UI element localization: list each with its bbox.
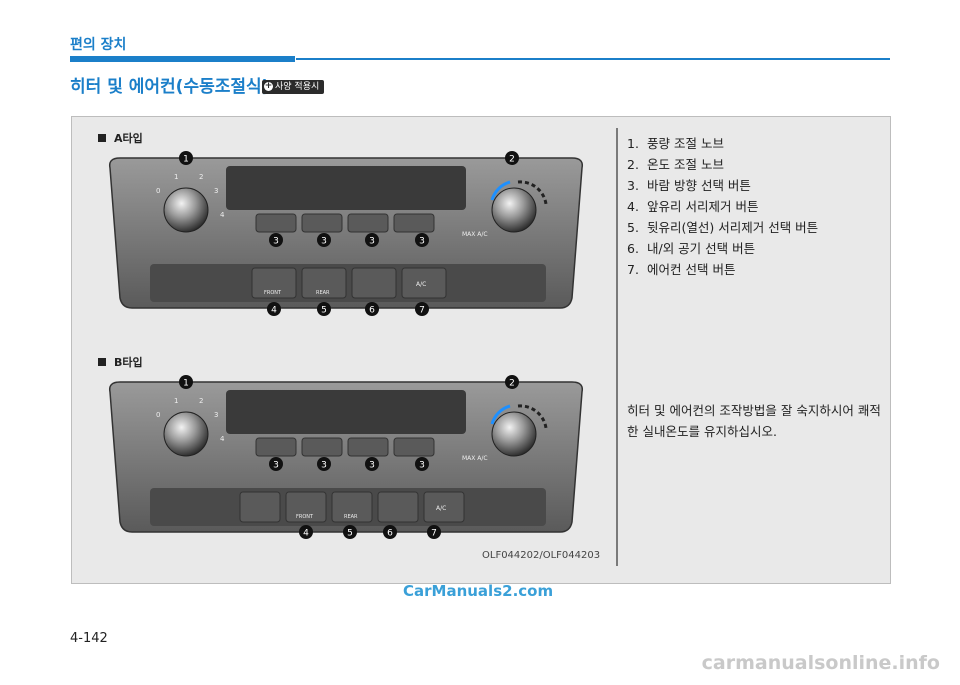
mode-buttons [255,437,435,457]
callout-2: 2 [509,155,515,165]
ac-button-label: A/C [436,505,446,512]
legend-number: 1. [627,136,639,151]
mode-buttons [255,213,435,233]
type-b-label: B타입 [98,354,143,370]
legend-number: 7. [627,262,639,277]
max-ac-label: MAX A/C [462,455,488,462]
callout-6: 6 [369,306,375,316]
legend-number: 6. [627,241,639,256]
legend-text: 바람 방향 선택 버튼 [647,178,751,193]
callout-5: 5 [321,306,327,316]
fan-tick-1: 1 [174,397,178,405]
legend-text: 내/외 공기 선택 버튼 [647,241,756,256]
legend-item: 2. 온도 조절 노브 [627,154,818,175]
callout-1: 1 [183,379,189,389]
rear-button-label: REAR [316,290,330,296]
callouts-a: 1 2 3 3 3 3 4 5 6 7 [179,151,519,316]
legend-number: 2. [627,157,639,172]
page-title: 히터 및 에어컨(수동조절식) [70,77,270,97]
function-buttons [239,491,465,523]
legend-text: 풍량 조절 노브 [647,136,724,151]
legend-text: 에어컨 선택 버튼 [647,262,736,277]
fan-tick-4: 4 [220,435,225,443]
callout-4: 4 [303,529,309,539]
callout-5: 5 [347,529,353,539]
page-number: 4-142 [70,631,108,646]
callout-7: 7 [419,306,425,316]
control-panel-a-illustration: 0 1 2 3 4 MAX A/C FRONT REAR A/C 1 2 3 3… [108,151,584,316]
plus-icon: + [264,81,273,91]
legend-text: 앞유리 서리제거 버튼 [647,199,759,214]
callout-3: 3 [321,237,327,247]
legend-number: 5. [627,220,639,235]
option-badge: + 사양 적용시 [262,80,325,94]
callout-3: 3 [369,237,375,247]
watermark-link[interactable]: CarManuals2.com [403,582,554,600]
callout-3: 3 [321,461,327,471]
callout-3: 3 [273,237,279,247]
legend-text: 뒷유리(열선) 서리제거 선택 버튼 [647,220,819,235]
callout-1: 1 [183,155,189,165]
legend-item: 6. 내/외 공기 선택 버튼 [627,238,818,259]
function-buttons [251,267,447,299]
callout-3: 3 [369,461,375,471]
fan-tick-3: 3 [214,187,218,195]
fan-tick-4: 4 [220,211,225,219]
fan-tick-1: 1 [174,173,178,181]
callout-3: 3 [419,461,425,471]
callout-4: 4 [271,306,277,316]
legend-text: 온도 조절 노브 [647,157,724,172]
footer-watermark: carmanualsonline.info [701,652,940,674]
legend-item: 5. 뒷유리(열선) 서리제거 선택 버튼 [627,217,818,238]
legend-item: 3. 바람 방향 선택 버튼 [627,175,818,196]
control-panel-b-illustration: 0 1 2 3 4 MAX A/C FRONT REAR A/C 1 2 3 3… [108,375,584,539]
description-text: 히터 및 에어컨의 조작방법을 잘 숙지하시어 쾌적한 실내온도를 유지하십시오… [627,403,881,439]
legend-list: 1. 풍량 조절 노브 2. 온도 조절 노브 3. 바람 방향 선택 버튼 4. 앞유… [627,133,818,280]
callout-3: 3 [273,461,279,471]
legend-item: 1. 풍량 조절 노브 [627,133,818,154]
fan-tick-0: 0 [156,187,160,195]
callouts-b: 1 2 3 3 3 3 4 5 6 7 [179,375,519,539]
rear-button-label: REAR [344,514,358,520]
ac-button-label: A/C [416,281,426,288]
section-header: 편의 장치 [70,37,127,53]
figure-divider [616,128,618,566]
callout-6: 6 [387,529,393,539]
legend-item: 4. 앞유리 서리제거 버튼 [627,196,818,217]
type-a-label: A타입 [98,130,143,146]
fan-tick-0: 0 [156,411,160,419]
front-button-label: FRONT [296,514,314,520]
control-panel-a: 0 1 2 3 4 MAX A/C FRONT REAR A/C 1 2 3 3… [106,148,586,323]
header-rule [296,58,890,60]
header-bar [70,56,295,62]
control-panel-b: 0 1 2 3 4 MAX A/C FRONT REAR A/C 1 2 3 3… [106,372,586,547]
legend-number: 3. [627,178,639,193]
fan-tick-2: 2 [199,173,203,181]
callout-7: 7 [431,529,437,539]
max-ac-label: MAX A/C [462,231,488,238]
front-button-label: FRONT [264,290,282,296]
legend-item: 7. 에어컨 선택 버튼 [627,259,818,280]
option-badge-label: 사양 적용시 [275,82,320,92]
image-code: OLF044202/OLF044203 [482,550,601,561]
callout-3: 3 [419,237,425,247]
callout-2: 2 [509,379,515,389]
fan-tick-3: 3 [214,411,218,419]
legend-number: 4. [627,199,639,214]
fan-tick-2: 2 [199,397,203,405]
